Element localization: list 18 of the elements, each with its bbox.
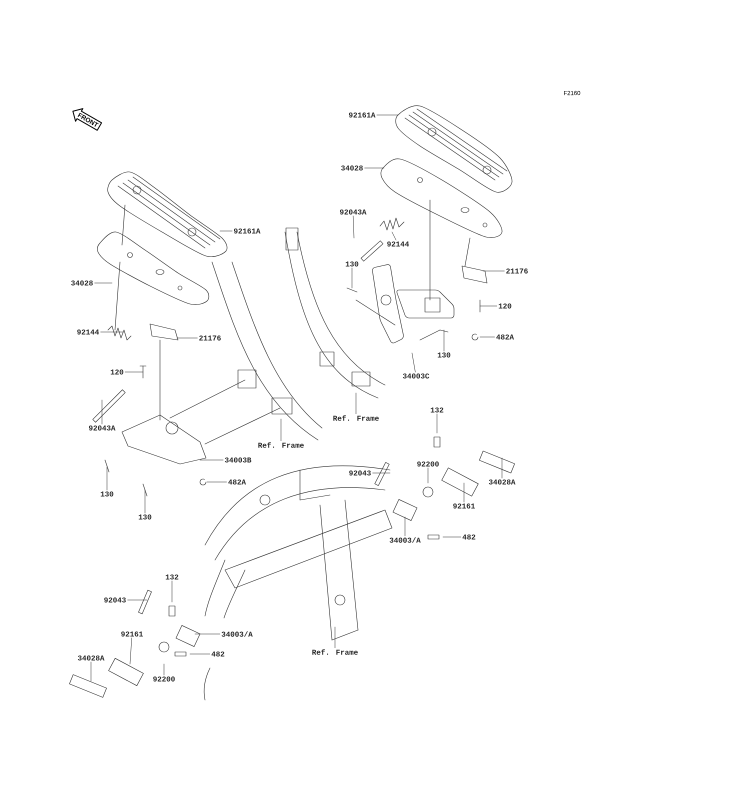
- leader-line: [376, 114, 398, 116]
- leader-line: [334, 626, 336, 648]
- leader-line: [482, 270, 505, 272]
- leader-line: [220, 230, 232, 232]
- leader-line: [392, 232, 396, 240]
- leader-line: [442, 536, 462, 538]
- leader-line: [352, 216, 354, 238]
- leader-line: [90, 662, 92, 682]
- leader-line: [106, 466, 108, 490]
- leader-line: [404, 516, 406, 536]
- leader-line: [412, 352, 416, 372]
- leader-line: [130, 638, 132, 664]
- leader-line: [436, 414, 438, 434]
- leader-line: [480, 336, 495, 338]
- leader-line: [144, 490, 146, 514]
- leader-line: [280, 418, 282, 442]
- leader-line: [94, 282, 112, 284]
- leader-line: [372, 472, 390, 474]
